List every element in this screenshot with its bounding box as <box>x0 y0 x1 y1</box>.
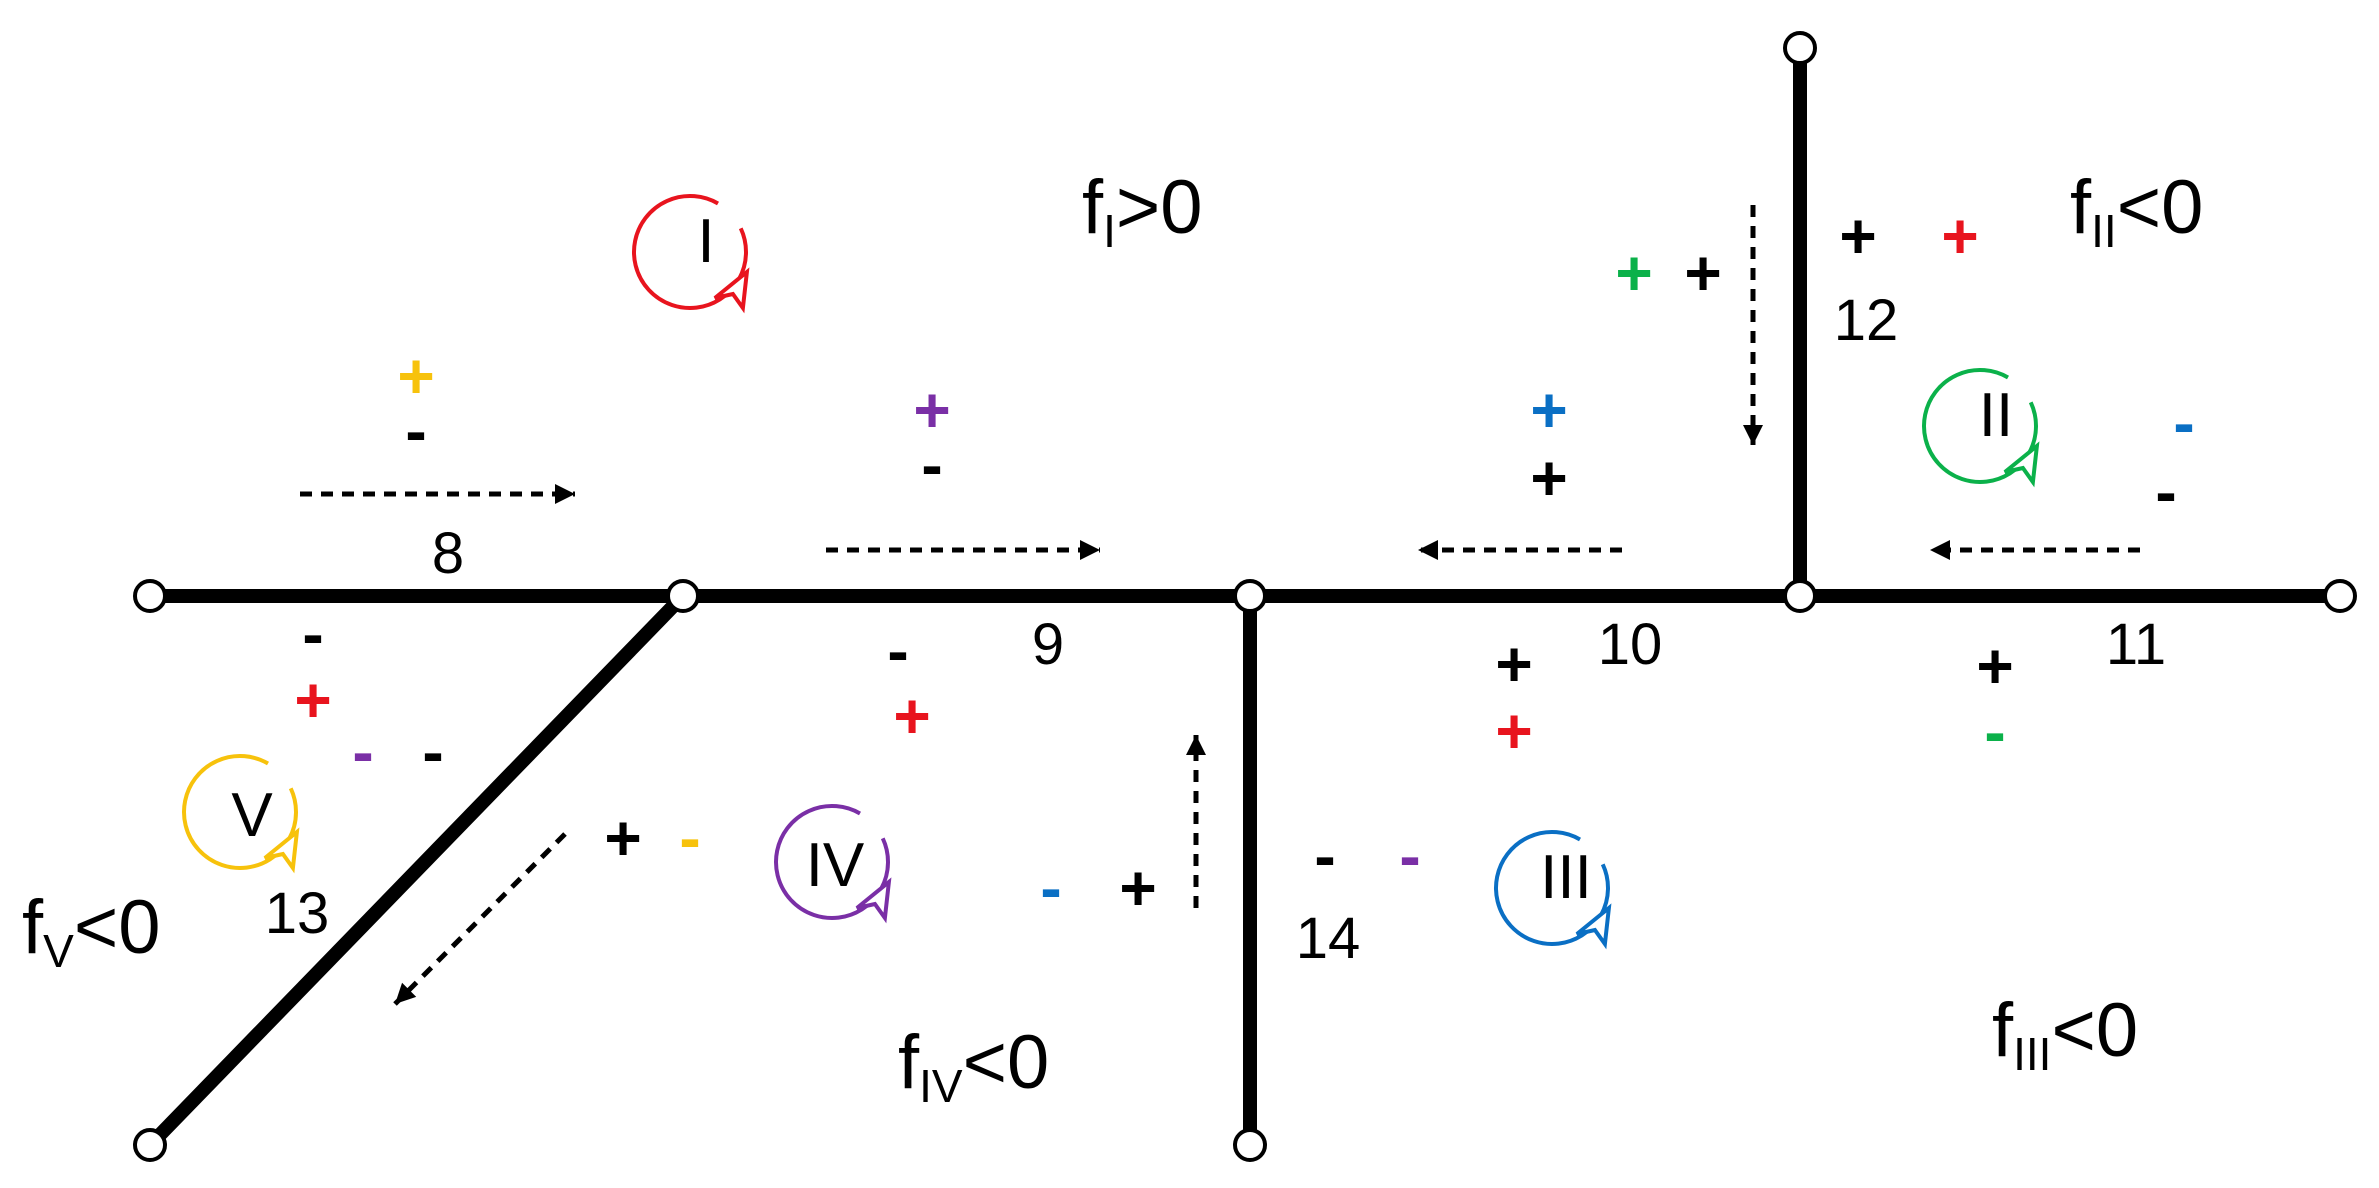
loop-V-arrow-icon <box>263 827 300 874</box>
region-V-f: f <box>22 885 44 970</box>
nodes <box>133 31 2357 1162</box>
sign-11-black-1: - <box>2155 456 2176 528</box>
sign-12-black-1: + <box>1684 237 1721 309</box>
sign-8-black-1: - <box>405 395 426 467</box>
branch-13 <box>143 589 690 1152</box>
sign-11-green: - <box>1984 696 2005 768</box>
region-II-rel: <0 <box>2117 165 2204 250</box>
loop-III-arrow-icon <box>1575 903 1612 950</box>
sign-10-red: + <box>1495 695 1532 767</box>
node-diag-end <box>133 1128 167 1162</box>
sign-13-black-1: - <box>422 716 443 788</box>
sign-14-purple: - <box>1399 820 1420 892</box>
sign-13-black-2: + <box>604 802 641 874</box>
node-bottom-end <box>1233 1128 1267 1162</box>
region-I-label: fI>0 <box>1082 165 1203 257</box>
sign-10-blue: + <box>1530 374 1567 446</box>
node-c <box>1783 579 1817 613</box>
sign-10-black-2: + <box>1495 628 1532 700</box>
sign-8-red: + <box>294 664 331 736</box>
region-II-f: f <box>2070 165 2092 250</box>
edge-label-12: 12 <box>1834 288 1899 353</box>
node-b <box>1233 579 1267 613</box>
region-IV-f: f <box>898 1020 920 1105</box>
edge-label-8: 8 <box>432 521 464 586</box>
region-III-rel: <0 <box>2051 988 2138 1073</box>
loop-I: I <box>632 194 750 314</box>
edge-label-10: 10 <box>1598 612 1663 677</box>
region-labels: fI>0 fII<0 fIII<0 fIV<0 fV<0 <box>22 165 2203 1112</box>
region-III-sub: III <box>2013 1028 2051 1080</box>
loop-I-label: I <box>697 207 714 276</box>
region-III-f: f <box>1992 988 2014 1073</box>
sign-11-blue: - <box>2173 387 2194 459</box>
node-left-end <box>133 579 167 613</box>
sign-14-blue: - <box>1040 852 1061 924</box>
sign-12-green: + <box>1615 237 1652 309</box>
node-right-end <box>2323 579 2357 613</box>
loop-V: V <box>182 754 300 874</box>
loop-I-arrow-icon <box>713 267 750 314</box>
region-I-rel: >0 <box>1116 165 1203 250</box>
loop-IV: IV <box>774 804 892 924</box>
edge-label-13: 13 <box>265 881 330 946</box>
region-IV-sub: IV <box>919 1060 963 1112</box>
direction-arrows <box>300 205 2140 1006</box>
sign-9-purple: + <box>913 374 950 446</box>
branches <box>143 41 2347 1152</box>
sign-11-black-2: + <box>1976 630 2013 702</box>
sign-12-black-2: + <box>1839 200 1876 272</box>
sign-9-black-1: - <box>921 429 942 501</box>
sign-13-yellow: - <box>679 802 700 874</box>
loop-V-label: V <box>231 781 273 850</box>
node-top-end <box>1783 31 1817 65</box>
loop-II-arrow-icon <box>2003 441 2040 488</box>
sign-9-black-2: - <box>887 615 908 687</box>
loop-III: III <box>1494 830 1612 950</box>
edge-labels: 8 9 10 11 12 13 14 <box>265 288 2166 971</box>
loop-II: II <box>1922 368 2040 488</box>
edge-label-11: 11 <box>2106 612 2166 677</box>
region-II-label: fII<0 <box>2070 165 2203 257</box>
region-II-sub: II <box>2091 205 2117 257</box>
region-V-label: fV<0 <box>22 885 160 977</box>
loop-IV-arrow-icon <box>855 877 892 924</box>
loop-II-label: II <box>1979 381 2013 450</box>
region-I-sub: I <box>1103 205 1116 257</box>
sign-8-black-2: - <box>302 598 323 670</box>
sign-14-black-1: + <box>1119 852 1156 924</box>
arrow-branch-13 <box>393 832 567 1006</box>
sign-markers: + - - + + - - + + + + + + + + + - - + - … <box>294 200 2194 924</box>
loop-IV-label: IV <box>806 831 865 900</box>
region-III-label: fIII<0 <box>1992 988 2138 1080</box>
edge-label-14: 14 <box>1296 906 1361 971</box>
region-I-f: f <box>1082 165 1104 250</box>
sign-14-black-2: - <box>1314 820 1335 892</box>
sign-13-purple: - <box>352 716 373 788</box>
region-IV-label: fIV<0 <box>898 1020 1049 1112</box>
region-IV-rel: <0 <box>963 1020 1050 1105</box>
sign-8-yellow: + <box>397 340 434 412</box>
node-a <box>666 579 700 613</box>
sign-9-red: + <box>893 680 930 752</box>
loop-III-label: III <box>1540 843 1592 912</box>
sign-10-black-1: + <box>1530 442 1567 514</box>
sign-12-red: + <box>1941 200 1978 272</box>
region-V-sub: V <box>43 925 74 977</box>
edge-label-9: 9 <box>1032 612 1064 677</box>
region-V-rel: <0 <box>74 885 161 970</box>
